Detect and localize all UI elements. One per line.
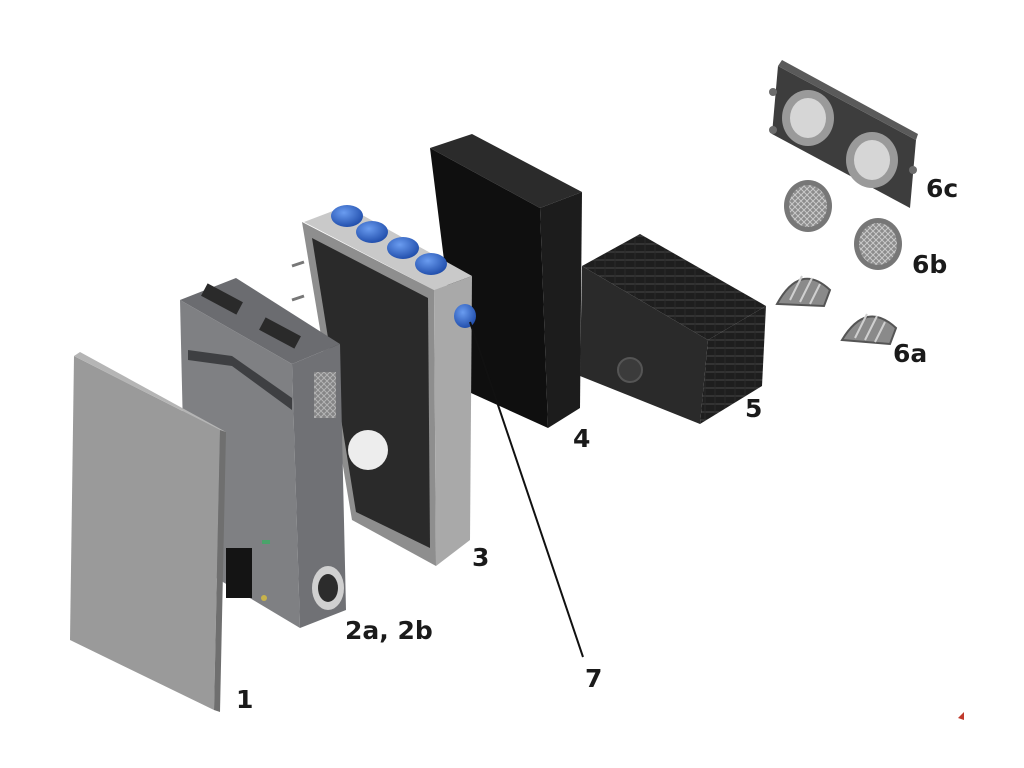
label-housing: 2a, 2b xyxy=(345,616,433,645)
housing-2a-2b xyxy=(180,278,346,628)
heat-exchanger-5 xyxy=(580,234,766,424)
grille-6a xyxy=(775,275,898,346)
wall-plate-6c xyxy=(769,60,918,208)
grille-6b xyxy=(784,180,902,270)
connector-ports-7 xyxy=(331,205,584,658)
front-panel-1 xyxy=(70,352,226,712)
corner-mark xyxy=(958,712,964,720)
label-wall-plate: 6c xyxy=(926,174,959,203)
label-grille-6b: 6b xyxy=(912,250,948,279)
label-grille-6a: 6a xyxy=(893,339,928,368)
label-front-panel: 1 xyxy=(236,685,254,714)
label-insulation-block: 4 xyxy=(573,424,591,453)
label-heat-exchanger: 5 xyxy=(745,394,763,423)
label-rear-frame: 3 xyxy=(472,543,490,572)
label-connector: 7 xyxy=(585,664,603,693)
